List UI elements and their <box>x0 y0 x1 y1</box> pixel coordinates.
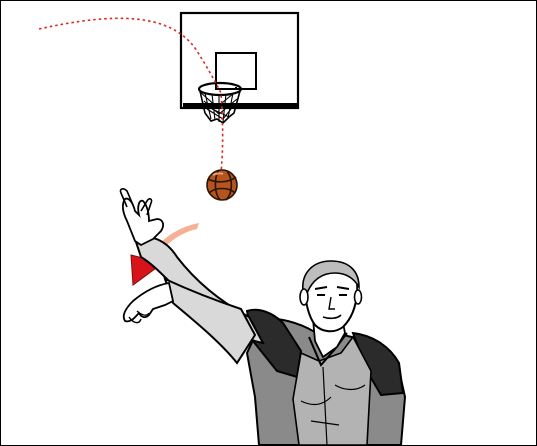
referee-lower-hand <box>124 283 173 321</box>
basketball <box>207 170 237 200</box>
backboard-shadow <box>183 103 298 109</box>
referee-head <box>300 261 362 331</box>
referee-raised-hand <box>123 199 163 245</box>
referee-figure <box>120 189 405 445</box>
